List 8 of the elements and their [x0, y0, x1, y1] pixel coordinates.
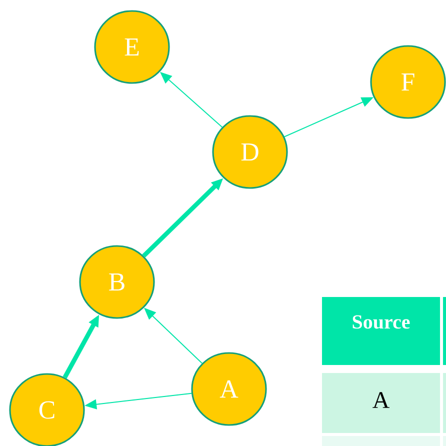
header-cell: Source	[322, 297, 440, 365]
circle-node: A	[191, 352, 267, 426]
circle-node: E	[94, 10, 170, 84]
circle-node: F	[370, 45, 446, 119]
circle-node: C	[9, 373, 85, 446]
circle-node: D	[212, 115, 288, 189]
circle-node: B	[79, 245, 155, 319]
table-cell: A	[322, 373, 440, 433]
